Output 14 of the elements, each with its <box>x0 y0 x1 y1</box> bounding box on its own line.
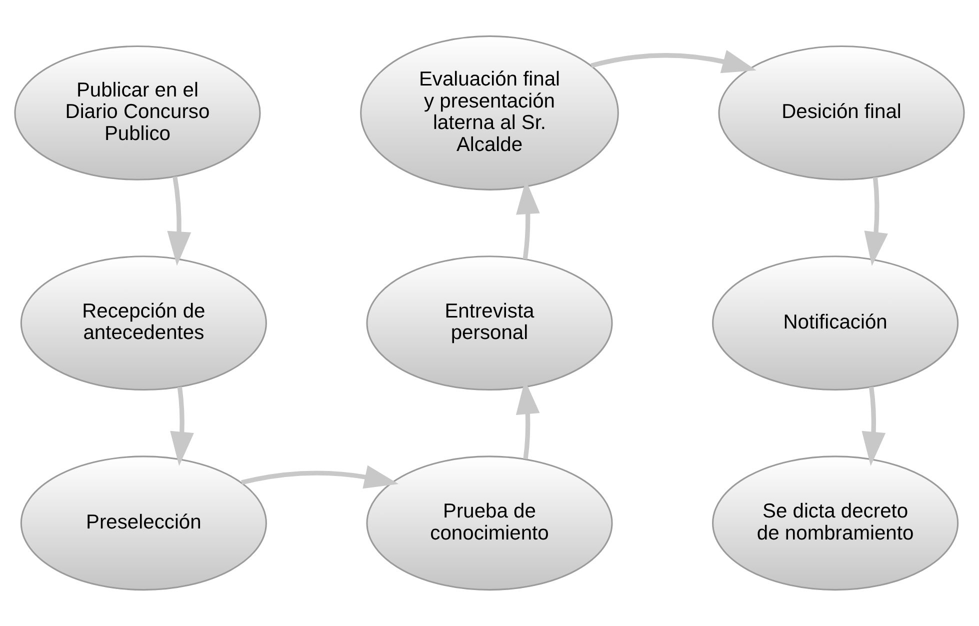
arrow <box>241 465 399 489</box>
node-ellipse: Publicar en el Diario Concurso Publico <box>14 46 261 180</box>
node-ellipse: Entrevista personal <box>366 256 613 391</box>
node-ellipse: Recepción de antecedentes <box>20 256 267 391</box>
node-ellipse: Se dicta decreto de nombramiento <box>712 456 959 591</box>
node-ellipse: Preselección <box>20 456 267 591</box>
node-ellipse: Notificación <box>712 256 959 391</box>
node-ellipse: Prueba de conocimiento <box>366 456 613 591</box>
node-ellipse: Evaluación final y presentación laterna al Sr. Alcalde <box>360 35 619 190</box>
arrow <box>862 386 886 466</box>
arrow <box>864 176 888 266</box>
arrow <box>167 176 192 266</box>
arrow <box>170 386 194 466</box>
arrow <box>590 50 756 74</box>
